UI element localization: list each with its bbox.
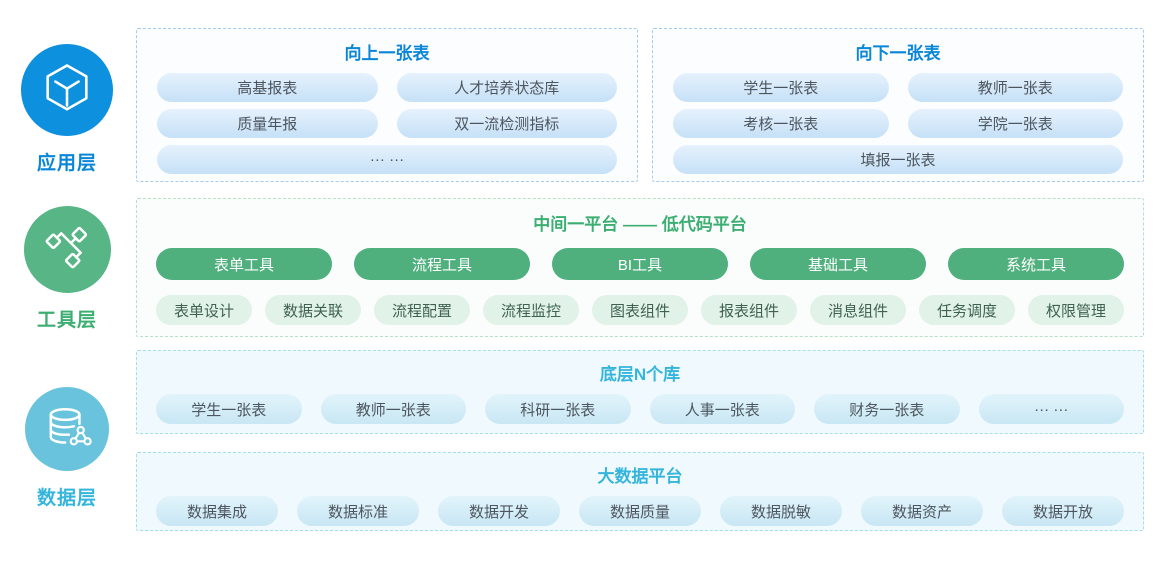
feature-pill: 消息组件	[810, 295, 906, 325]
pill: 数据集成	[156, 496, 278, 526]
feature-pill: 表单设计	[156, 295, 252, 325]
pill: 人事一张表	[649, 394, 795, 424]
pill-grid: 学生一张表 教师一张表 考核一张表 学院一张表 填报一张表	[653, 73, 1143, 174]
pill: 科研一张表	[485, 394, 631, 424]
pill: 数据标准	[297, 496, 419, 526]
layer-label: 工具层	[36, 310, 97, 331]
pill: 学生一张表	[673, 73, 889, 102]
section-title: 大数据平台	[597, 467, 683, 486]
section-title: 向下一张表	[855, 44, 941, 63]
application-layer-circle	[21, 44, 113, 136]
pill: 学生一张表	[156, 394, 302, 424]
cube-icon	[38, 59, 96, 122]
down-one-table-section: 向下一张表 学生一张表 教师一张表 考核一张表 学院一张表 填报一张表	[652, 28, 1144, 182]
ellipsis-pill: ··· ···	[157, 145, 617, 174]
pill: 数据开发	[438, 496, 560, 526]
tool-buttons-row: 表单工具 流程工具 BI工具 基础工具 系统工具	[137, 248, 1143, 280]
pill: 数据资产	[861, 496, 983, 526]
pill: 人才培养状态库	[396, 73, 617, 102]
section-title: 向上一张表	[344, 44, 430, 63]
feature-pill: 数据关联	[265, 295, 361, 325]
big-data-platform-section: 大数据平台 数据集成 数据标准 数据开发 数据质量 数据脱敏 数据资产 数据开放	[136, 452, 1144, 531]
data-layer-circle	[25, 387, 109, 471]
layer-badge-tools: 工具层	[20, 206, 114, 332]
feature-pill: 图表组件	[592, 295, 688, 325]
pill: 填报一张表	[673, 145, 1123, 174]
ellipsis-pill: ··· ···	[978, 394, 1124, 424]
tool-button: 系统工具	[948, 248, 1124, 280]
tool-layer-circle	[23, 206, 111, 293]
database-share-icon	[39, 399, 95, 460]
feature-pill: 流程监控	[483, 295, 579, 325]
tool-button: 基础工具	[750, 248, 926, 280]
pill: 财务一张表	[814, 394, 960, 424]
database-pills-row: 学生一张表 教师一张表 科研一张表 人事一张表 财务一张表 ··· ···	[137, 394, 1143, 424]
bigdata-pills-row: 数据集成 数据标准 数据开发 数据质量 数据脱敏 数据资产 数据开放	[137, 496, 1143, 526]
tool-button: BI工具	[552, 248, 728, 280]
layer-label: 数据层	[36, 488, 97, 509]
pill: 双一流检测指标	[396, 109, 617, 138]
layer-badge-application: 应用层	[18, 44, 116, 175]
pill: 数据脱敏	[720, 496, 842, 526]
pill: 学院一张表	[907, 109, 1123, 138]
pill: 数据质量	[579, 496, 701, 526]
layer-badge-data: 数据层	[21, 387, 113, 510]
feature-pills-row: 表单设计 数据关联 流程配置 流程监控 图表组件 报表组件 消息组件 任务调度 …	[137, 295, 1143, 325]
layer-label: 应用层	[36, 153, 97, 174]
feature-pill: 报表组件	[701, 295, 797, 325]
up-one-table-section: 向上一张表 高基报表 人才培养状态库 质量年报 双一流检测指标 ··· ···	[136, 28, 638, 182]
section-title: 中间一平台 —— 低代码平台	[533, 215, 747, 234]
bottom-databases-section: 底层N个库 学生一张表 教师一张表 科研一张表 人事一张表 财务一张表 ··· …	[136, 350, 1144, 434]
feature-pill: 流程配置	[374, 295, 470, 325]
feature-pill: 任务调度	[919, 295, 1015, 325]
low-code-platform-section: 中间一平台 —— 低代码平台 表单工具 流程工具 BI工具 基础工具 系统工具 …	[136, 198, 1144, 337]
tool-button: 表单工具	[156, 248, 332, 280]
pill-grid: 高基报表 人才培养状态库 质量年报 双一流检测指标 ··· ···	[137, 73, 637, 174]
sitemap-icon	[39, 219, 95, 280]
pill: 教师一张表	[907, 73, 1123, 102]
section-title: 底层N个库	[599, 365, 681, 384]
pill: 数据开放	[1002, 496, 1124, 526]
tool-button: 流程工具	[354, 248, 530, 280]
pill: 考核一张表	[673, 109, 889, 138]
pill: 高基报表	[157, 73, 378, 102]
pill: 质量年报	[157, 109, 378, 138]
feature-pill: 权限管理	[1028, 295, 1124, 325]
pill: 教师一张表	[320, 394, 466, 424]
